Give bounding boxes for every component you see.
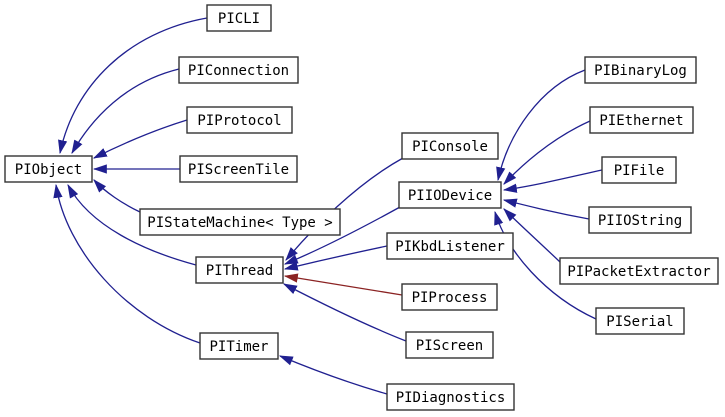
nodes-layer: PIObject PICLI PIConnectionPIProtocolPIScr… bbox=[4, 4, 719, 411]
node-label-piobject: PIObject bbox=[15, 162, 82, 178]
edge-pithread-to-piobject bbox=[67, 183, 197, 266]
node-pikbdlistener[interactable]: PIKbdListener bbox=[386, 232, 514, 260]
node-box-pithread bbox=[195, 256, 284, 284]
node-piconnection[interactable]: PIConnection bbox=[178, 56, 299, 84]
node-pibinarylog[interactable]: PIBinaryLog bbox=[584, 56, 697, 84]
node-label-piconsole: PIConsole bbox=[412, 139, 488, 155]
node-label-pipacketextractor: PIPacketExtractor bbox=[567, 264, 710, 280]
edge-pifile-to-piiodevice bbox=[502, 169, 603, 193]
node-label-pibinarylog: PIBinaryLog bbox=[594, 63, 687, 79]
edge-pibinarylog-to-piiodevice bbox=[496, 69, 586, 182]
node-label-pifile: PIFile bbox=[614, 163, 665, 179]
node-label-pitimer: PITimer bbox=[209, 339, 268, 355]
node-box-piserial bbox=[595, 307, 685, 335]
node-box-pidiagnostics bbox=[386, 383, 515, 411]
edge-piscreen-to-pithread bbox=[282, 283, 407, 342]
edges-layer bbox=[53, 17, 603, 395]
node-box-piscreen bbox=[405, 331, 494, 359]
edge-pitimer-to-piobject bbox=[53, 183, 201, 344]
edge-pistatemachine-to-piobject bbox=[93, 179, 141, 213]
node-box-piethernet bbox=[589, 106, 694, 134]
node-box-pifile bbox=[601, 156, 677, 184]
node-label-pithread: PIThread bbox=[206, 263, 273, 279]
node-pipacketextractor[interactable]: PIPacketExtractor bbox=[559, 257, 719, 285]
node-box-piconsole bbox=[401, 132, 499, 160]
node-pistatemachine[interactable]: PIStateMachine< Type > bbox=[139, 208, 341, 236]
node-piscreen[interactable]: PIScreen bbox=[405, 331, 494, 359]
node-box-pibinarylog bbox=[584, 56, 697, 84]
edge-piethernet-to-piiodevice bbox=[503, 120, 591, 185]
node-box-pitimer bbox=[199, 332, 279, 360]
node-label-piscreen: PIScreen bbox=[416, 338, 483, 354]
node-box-pipacketextractor bbox=[559, 257, 719, 285]
node-box-piconnection bbox=[178, 56, 299, 84]
node-piethernet[interactable]: PIEthernet bbox=[589, 106, 694, 134]
node-label-pistatemachine: PIStateMachine< Type > bbox=[147, 215, 332, 231]
node-piprotocol[interactable]: PIProtocol bbox=[186, 106, 293, 134]
edge-pidiagnostics-to-pitimer bbox=[278, 355, 388, 395]
edge-piprotocol-to-piobject bbox=[92, 119, 188, 159]
node-box-picli bbox=[206, 4, 272, 32]
edge-piconnection-to-piobject bbox=[71, 68, 180, 155]
node-box-pistatemachine bbox=[139, 208, 341, 236]
node-label-piethernet: PIEthernet bbox=[599, 113, 683, 129]
node-piprocess[interactable]: PIProcess bbox=[401, 283, 498, 311]
node-label-pidiagnostics: PIDiagnostics bbox=[396, 390, 506, 406]
node-label-piprotocol: PIProtocol bbox=[197, 113, 281, 129]
node-box-piiostring bbox=[588, 206, 692, 234]
node-label-piconnection: PIConnection bbox=[188, 63, 289, 79]
node-label-piserial: PISerial bbox=[606, 314, 673, 330]
edge-pikbdlistener-to-pithread bbox=[283, 245, 388, 271]
edge-piprocess-to-pithread bbox=[283, 273, 403, 296]
node-piconsole[interactable]: PIConsole bbox=[401, 132, 499, 160]
node-label-piscreentile: PIScreenTile bbox=[188, 162, 289, 178]
node-label-piiodevice: PIIODevice bbox=[408, 188, 492, 204]
node-pidiagnostics[interactable]: PIDiagnostics bbox=[386, 383, 515, 411]
edge-piiodevice-to-pithread bbox=[283, 206, 401, 265]
node-label-picli: PICLI bbox=[218, 11, 260, 27]
node-piserial[interactable]: PISerial bbox=[595, 307, 685, 335]
node-piobject[interactable]: PIObject bbox=[4, 155, 93, 183]
node-pithread[interactable]: PIThread bbox=[195, 256, 284, 284]
edge-piserial-to-piiodevice bbox=[494, 210, 597, 320]
node-piscreentile[interactable]: PIScreenTile bbox=[179, 155, 298, 183]
node-label-pikbdlistener: PIKbdListener bbox=[395, 239, 505, 255]
node-pifile[interactable]: PIFile bbox=[601, 156, 677, 184]
node-piiodevice[interactable]: PIIODevice bbox=[398, 181, 502, 209]
node-label-piiostring: PIIOString bbox=[598, 213, 682, 229]
node-label-piprocess: PIProcess bbox=[412, 290, 488, 306]
edge-piconsole-to-pithread bbox=[285, 157, 404, 261]
node-box-piprotocol bbox=[186, 106, 293, 134]
node-box-pikbdlistener bbox=[386, 232, 514, 260]
edge-picli-to-piobject bbox=[58, 17, 208, 155]
edge-piiostring-to-piiodevice bbox=[502, 198, 590, 220]
node-piiostring[interactable]: PIIOString bbox=[588, 206, 692, 234]
node-box-piobject bbox=[4, 155, 93, 183]
edge-pipacketextractor-to-piiodevice bbox=[503, 208, 561, 263]
node-box-piscreentile bbox=[179, 155, 298, 183]
node-box-piiodevice bbox=[398, 181, 502, 209]
node-picli[interactable]: PICLI bbox=[206, 4, 272, 32]
node-box-piprocess bbox=[401, 283, 498, 311]
node-pitimer[interactable]: PITimer bbox=[199, 332, 279, 360]
